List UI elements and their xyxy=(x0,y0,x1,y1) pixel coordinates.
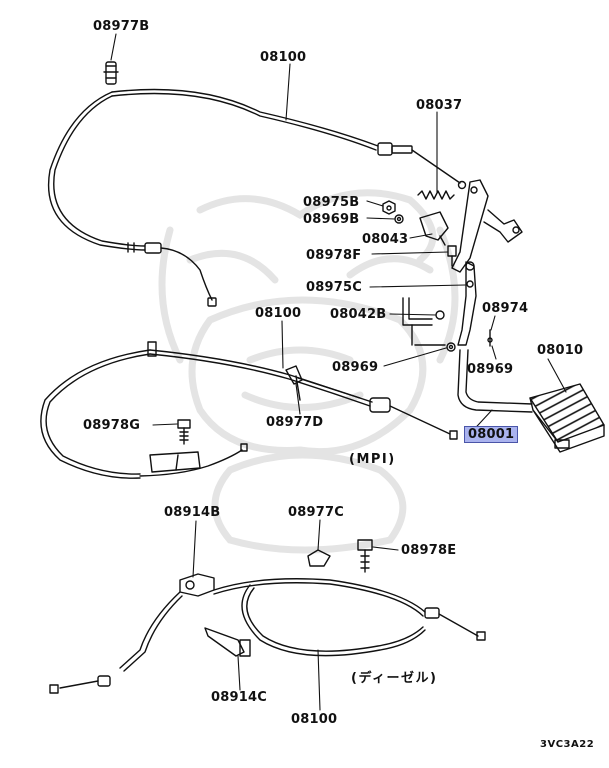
variant-note-mpi: (MPI) xyxy=(349,452,396,467)
diesel-cable-assembly xyxy=(49,539,486,694)
callout-08914B[interactable]: 08914B xyxy=(164,505,221,520)
diagram-code: 3VC3A22 xyxy=(540,739,595,750)
callout-08977C[interactable]: 08977C xyxy=(288,505,344,520)
callout-08100-mid[interactable]: 08100 xyxy=(255,306,302,321)
callout-08978G[interactable]: 08978G xyxy=(83,418,141,433)
callout-08978F[interactable]: 08978F xyxy=(306,248,362,263)
pedal-linkage xyxy=(382,179,605,453)
mpi-cable-assembly xyxy=(40,341,458,479)
callout-08100-top[interactable]: 08100 xyxy=(260,50,307,65)
callout-08969-left[interactable]: 08969 xyxy=(332,360,379,375)
callout-08974[interactable]: 08974 xyxy=(482,301,529,316)
callout-08969B[interactable]: 08969B xyxy=(303,212,360,227)
callout-08037[interactable]: 08037 xyxy=(416,98,463,113)
callout-08042B[interactable]: 08042B xyxy=(330,307,387,322)
callout-08969-right[interactable]: 08969 xyxy=(467,362,514,377)
callout-08001-highlighted[interactable]: 08001 xyxy=(464,426,519,443)
callout-08010[interactable]: 08010 xyxy=(537,343,584,358)
leader-lines xyxy=(110,33,567,711)
callout-08975C[interactable]: 08975C xyxy=(306,280,362,295)
callout-08100-bottom[interactable]: 08100 xyxy=(291,712,338,727)
callout-08914C[interactable]: 08914C xyxy=(211,690,267,705)
callout-08043[interactable]: 08043 xyxy=(362,232,409,247)
callout-08975B[interactable]: 08975B xyxy=(303,195,360,210)
callout-08977B[interactable]: 08977B xyxy=(93,19,150,34)
variant-note-diesel: (ディーゼル) xyxy=(351,671,438,686)
callout-08978E[interactable]: 08978E xyxy=(401,543,457,558)
callout-08977D[interactable]: 08977D xyxy=(266,415,324,430)
top-cable-assembly xyxy=(47,61,467,307)
